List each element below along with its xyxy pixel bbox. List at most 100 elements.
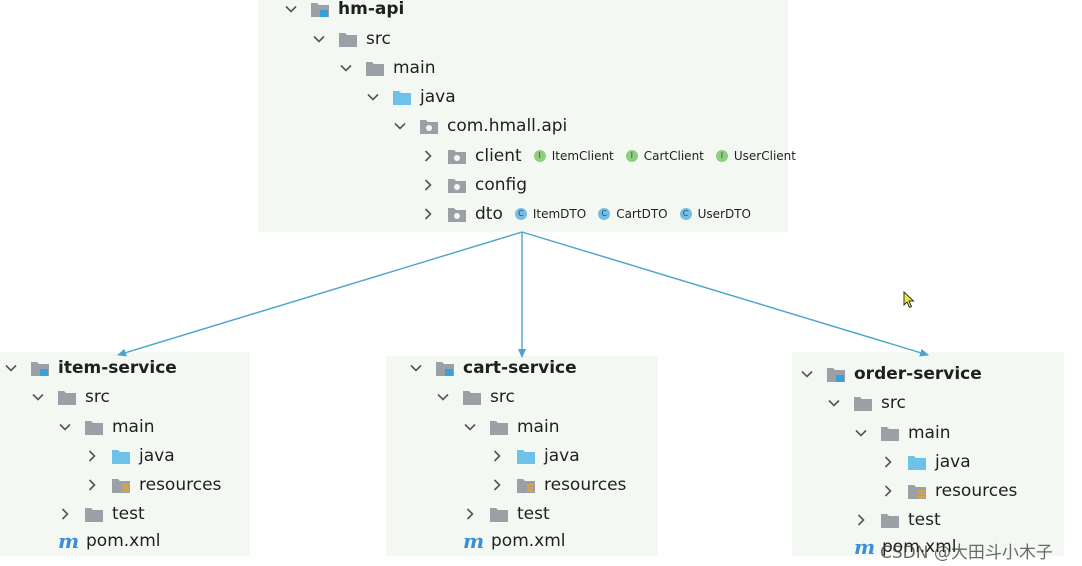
chevron-right-icon[interactable] — [58, 507, 72, 521]
chevron-right-icon[interactable] — [881, 484, 895, 498]
chevron-down-icon[interactable] — [58, 420, 72, 434]
tree-node-package[interactable]: com.hmall.api — [393, 112, 567, 140]
folder-label: java — [935, 452, 971, 472]
chevron-down-icon[interactable] — [827, 396, 841, 410]
tree-node-test[interactable]: test — [854, 506, 941, 534]
folder-label: java — [139, 446, 175, 466]
watermark: CSDN @大田斗小木子 — [880, 543, 1053, 563]
folder-label: main — [517, 417, 560, 437]
package-icon — [447, 176, 467, 194]
folder-label: resources — [544, 475, 627, 495]
folder-label: java — [544, 446, 580, 466]
tree-node-client[interactable]: client I ItemClient I CartClient I UserC… — [421, 142, 796, 170]
module-folder-icon — [310, 0, 330, 18]
module-folder-icon — [30, 359, 50, 377]
chevron-right-icon[interactable] — [85, 478, 99, 492]
folder-icon — [853, 394, 873, 412]
folder-label: test — [908, 510, 941, 530]
folder-icon — [84, 418, 104, 436]
tree-node-src[interactable]: src — [827, 389, 906, 417]
tree-node-cart-service[interactable]: cart-service — [409, 354, 577, 382]
module-name: order-service — [854, 364, 982, 384]
folder-icon — [84, 505, 104, 523]
arrow-to-order-service — [521, 231, 929, 357]
class-icon: C — [514, 208, 527, 220]
class-name: UserDTO — [697, 207, 751, 221]
tree-node-dto[interactable]: dto C ItemDTO C CartDTO C UserDTO — [421, 200, 751, 228]
chevron-right-icon[interactable] — [881, 455, 895, 469]
chevron-right-icon[interactable] — [490, 449, 504, 463]
chevron-down-icon[interactable] — [31, 390, 45, 404]
tree-node-pom[interactable]: m pom.xml — [854, 533, 957, 561]
resources-folder-icon — [907, 482, 927, 500]
chevron-right-icon[interactable] — [421, 149, 435, 163]
mouse-cursor-icon — [903, 291, 915, 309]
chevron-right-icon[interactable] — [463, 507, 477, 521]
tree-node-pom[interactable]: m pom.xml — [463, 527, 566, 555]
chevron-right-icon[interactable] — [490, 478, 504, 492]
tree-node-src[interactable]: src — [312, 25, 391, 53]
tree-node-config[interactable]: config — [421, 171, 527, 199]
chevron-down-icon[interactable] — [312, 32, 326, 46]
folder-icon — [462, 388, 482, 406]
interface-name: ItemClient — [551, 149, 614, 163]
chevron-down-icon[interactable] — [463, 420, 477, 434]
chevron-down-icon[interactable] — [409, 361, 423, 375]
chevron-right-icon[interactable] — [854, 513, 868, 527]
chevron-down-icon[interactable] — [393, 119, 407, 133]
tree-node-main[interactable]: main — [463, 413, 559, 441]
interface-name: CartClient — [643, 149, 704, 163]
tree-node-pom[interactable]: m pom.xml — [58, 527, 161, 555]
tree-node-src[interactable]: src — [436, 383, 515, 411]
tree-node-test[interactable]: test — [463, 500, 550, 528]
chevron-right-icon[interactable] — [85, 449, 99, 463]
source-root-folder-icon — [907, 453, 927, 471]
file-label: pom.xml — [491, 531, 566, 551]
folder-label: java — [420, 87, 456, 107]
chevron-right-icon[interactable] — [421, 207, 435, 221]
folder-label: src — [85, 387, 110, 407]
package-icon — [447, 205, 467, 223]
tree-node-java[interactable]: java — [881, 448, 971, 476]
tree-node-main[interactable]: main — [58, 413, 154, 441]
chevron-down-icon[interactable] — [4, 361, 18, 375]
interface-icon: I — [715, 150, 728, 162]
folder-icon — [489, 505, 509, 523]
tree-node-main[interactable]: main — [339, 54, 435, 82]
chevron-down-icon[interactable] — [366, 90, 380, 104]
package-label: com.hmall.api — [447, 116, 568, 136]
chevron-down-icon[interactable] — [800, 367, 814, 381]
file-label: pom.xml — [882, 537, 957, 557]
package-label: dto — [475, 204, 503, 224]
tree-node-src[interactable]: src — [31, 383, 110, 411]
interface-icon: I — [533, 150, 546, 162]
tree-node-java[interactable]: java — [490, 442, 580, 470]
tree-node-item-service[interactable]: item-service — [4, 354, 177, 382]
class-name: ItemDTO — [532, 207, 587, 221]
tree-node-resources[interactable]: resources — [85, 471, 221, 499]
source-root-folder-icon — [111, 447, 131, 465]
file-label: pom.xml — [86, 531, 161, 551]
tree-node-resources[interactable]: resources — [881, 477, 1017, 505]
folder-label: main — [112, 417, 155, 437]
chevron-down-icon[interactable] — [284, 2, 298, 16]
chevron-down-icon[interactable] — [436, 390, 450, 404]
package-icon — [447, 147, 467, 165]
tree-node-java[interactable]: java — [85, 442, 175, 470]
chevron-right-icon[interactable] — [421, 178, 435, 192]
tree-node-java[interactable]: java — [366, 83, 456, 111]
tree-node-main[interactable]: main — [854, 419, 950, 447]
arrow-to-item-service — [117, 231, 523, 357]
folder-label: src — [490, 387, 515, 407]
maven-icon: m — [463, 529, 485, 553]
tree-node-test[interactable]: test — [58, 500, 145, 528]
interface-name: UserClient — [733, 149, 796, 163]
folder-label: src — [366, 29, 391, 49]
resources-folder-icon — [111, 476, 131, 494]
tree-node-resources[interactable]: resources — [490, 471, 626, 499]
chevron-down-icon[interactable] — [854, 426, 868, 440]
chevron-down-icon[interactable] — [339, 61, 353, 75]
tree-node-hm-api[interactable]: hm-api — [284, 0, 404, 23]
tree-node-order-service[interactable]: order-service — [800, 360, 982, 388]
source-root-folder-icon — [392, 88, 412, 106]
